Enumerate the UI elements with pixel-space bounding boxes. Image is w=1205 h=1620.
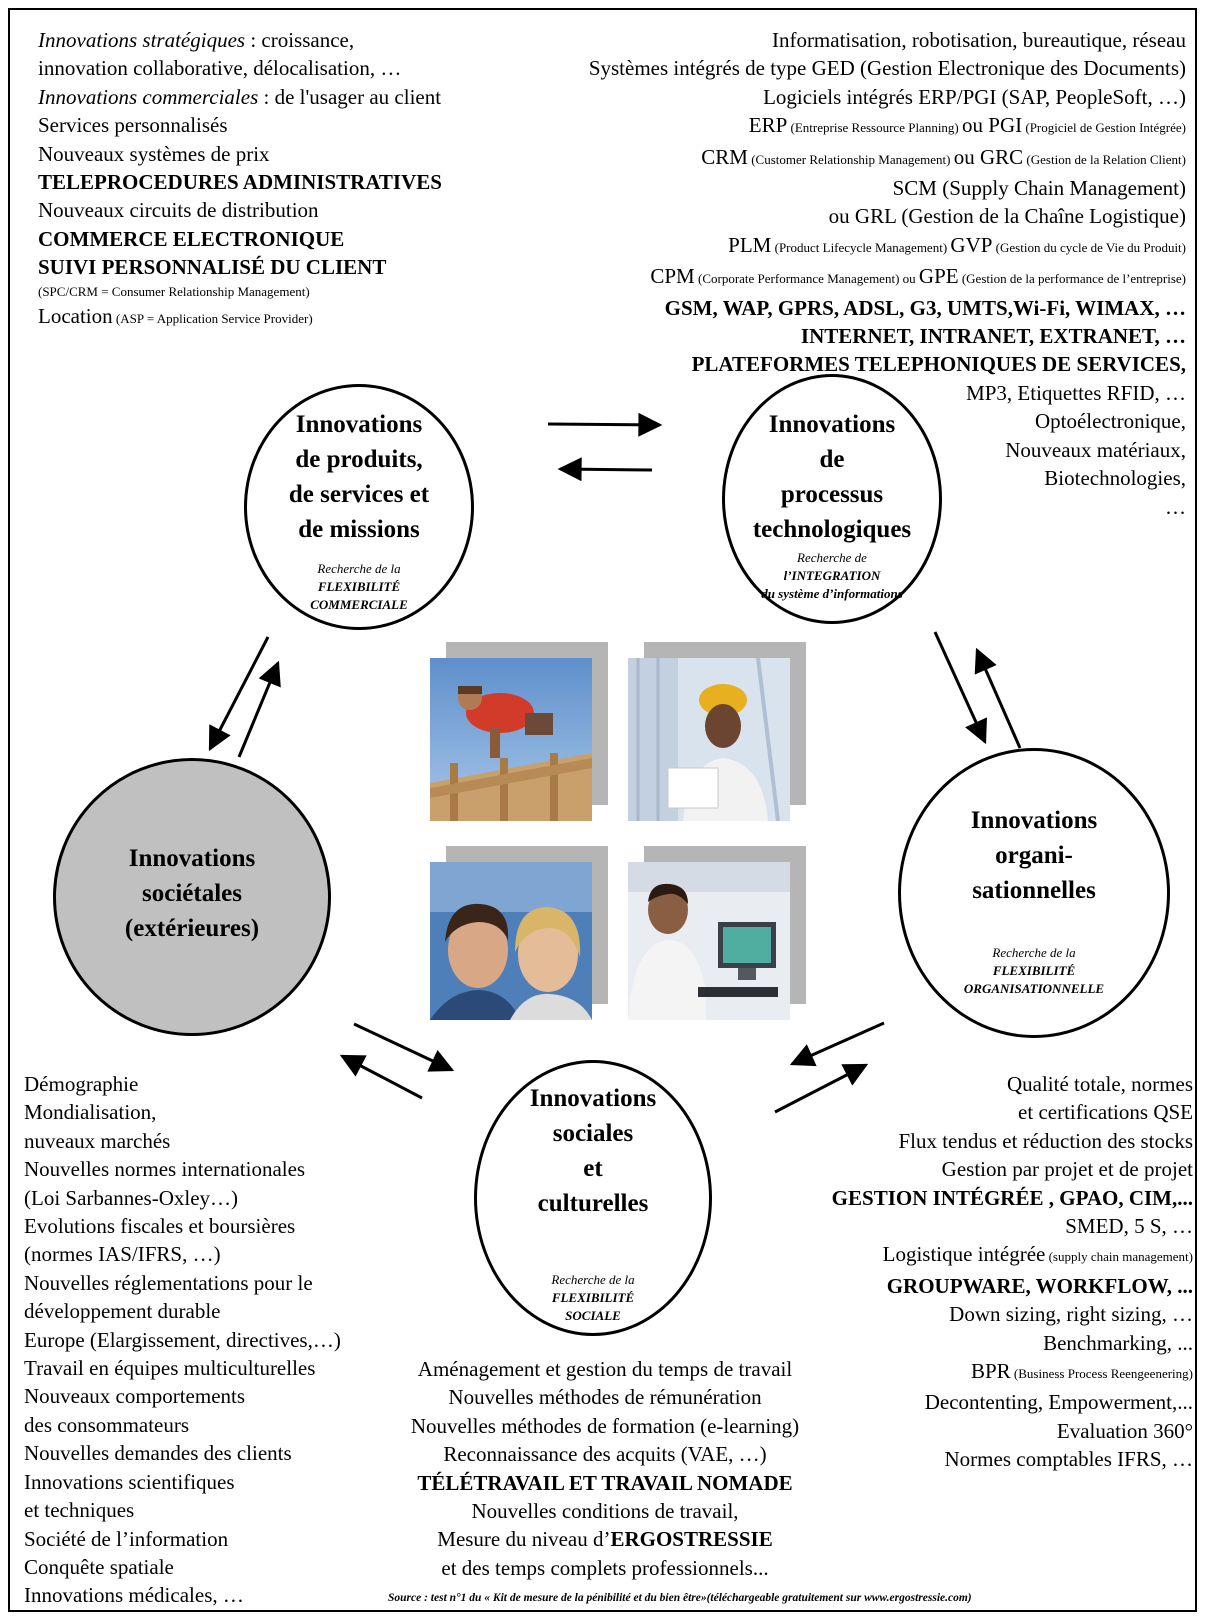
arrow-produits-to-societales [208,636,270,752]
arrow-societales-to-sociales [353,1022,455,1072]
arrow-processus-to-organisationnelles [933,631,987,745]
arrow-sociales-to-societales [339,1054,423,1100]
circle-innovations-societales: Innovations sociétales (extérieures) [53,758,331,1036]
bottom-center-text: Aménagement et gestion du temps de trava… [410,1357,800,1580]
arrow-processus-to-produits [557,457,653,482]
circle-innovations-produits: Innovations de produits, de services et … [244,384,474,630]
top-right-text: Informatisation, robotisation, bureautiq… [588,28,1186,519]
arrow-produits-to-processus [547,412,663,437]
arrow-sociales-to-organisationnelles [774,1063,869,1114]
circle-innovations-processus: Innovations de processus technologiques … [722,374,942,624]
bottom-right-text: Qualité totale, normes et certifications… [831,1072,1193,1472]
bottom-left-text: Démographie Mondialisation, nuveaux marc… [24,1072,341,1608]
top-left-text: Innovations stratégiques : croissance, i… [38,28,442,328]
circle-innovations-organisationnelles: Innovations organi- sationnelles Recherc… [898,748,1170,1038]
diagram-frame [8,8,1197,1612]
arrow-organisationnelles-to-processus [974,647,1022,749]
arrow-organisationnelles-to-sociales [789,1021,885,1067]
arrow-societales-to-produits [237,660,281,758]
circle-innovations-sociales: Innovations sociales et culturelles Rech… [474,1060,712,1336]
source-citation: Source : test n°1 du « Kit de mesure de … [388,1592,972,1604]
